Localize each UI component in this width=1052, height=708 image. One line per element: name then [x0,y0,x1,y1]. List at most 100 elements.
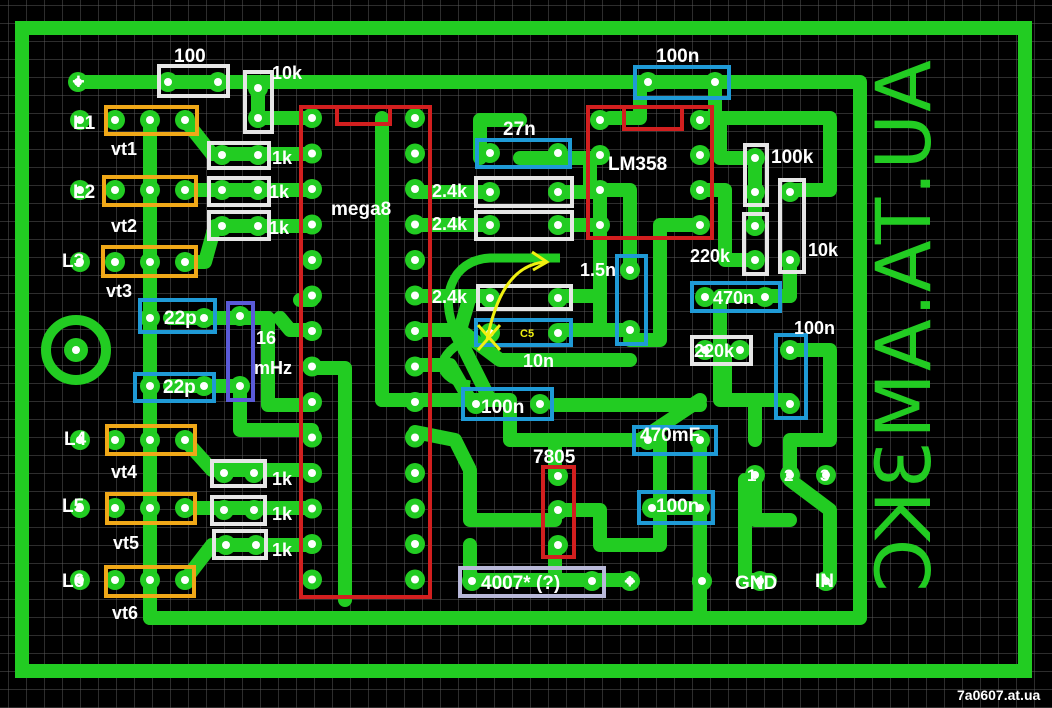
pad-hole [822,577,830,585]
watermark: 7a0607.at.ua [957,687,1040,703]
c22p-a-outline [138,298,217,334]
r1k-c-outline [207,210,271,241]
pad-hole [220,506,228,514]
r2-4k-b-outline [474,210,574,241]
pad-hole [536,400,544,408]
diode-outline [458,566,606,598]
pad-hole [200,382,208,390]
pad-hole [554,506,562,514]
label-r1k-f: 1k [272,540,293,560]
yellow-annotation [476,250,550,351]
pad-hole [308,185,316,193]
pad-hole [308,540,316,548]
pad-hole [220,469,228,477]
pad-hole [756,577,764,585]
pad-hole [411,149,419,158]
label-c470n: 470n [713,288,754,308]
label-L2: L2 [73,182,95,203]
pad-hole [181,576,189,584]
pad-hole [554,541,562,549]
pad-hole [411,256,419,264]
pad-hole [76,576,84,584]
crystal-outline [226,301,255,402]
vt4-outline [105,424,197,456]
pad-hole [701,293,709,301]
label-r2-4k-a: 2.4k [432,181,468,201]
label-c22p-b: 22p [163,377,196,398]
pad-hole [751,222,759,230]
label-c5: C5 [520,328,534,340]
pad-hole [486,188,494,196]
r1k-a-outline [207,141,271,170]
r1k-d-outline [210,459,267,488]
pad-hole [146,436,154,444]
pad-hole [218,222,226,230]
label-vt1: vt1 [111,139,137,159]
pad-hole [468,577,476,585]
pad-hole [146,314,154,322]
r100k-outline [743,143,769,207]
pads [68,72,836,591]
label-r1k-b: 1k [269,182,290,202]
label-L1: L1 [73,113,96,134]
label-mega8: mega8 [331,199,391,220]
component-outlines [101,64,808,599]
pad-hole [308,469,316,477]
pad-hole [200,314,208,322]
pad-hole [308,327,316,335]
label-L6: L6 [62,571,84,592]
pad-hole [146,504,154,512]
pad-hole [696,504,704,512]
label-c100n-c: 100n [481,397,524,418]
pad-hole [222,541,230,549]
pad-hole [111,186,119,194]
pad-hole [308,504,316,513]
pad-hole [254,186,262,194]
pad-hole [411,504,419,513]
pad-hole [308,362,316,371]
label-r100: 100 [174,46,206,67]
pad-hole [596,186,604,194]
pad-hole [588,577,596,585]
pad-hole [554,188,562,196]
pad-hole [751,256,759,264]
label-r1k-c: 1k [269,218,290,238]
pad-hole [554,221,562,229]
label-xtal-mhz: mHz [254,358,292,378]
label-gnd: GND [735,573,777,594]
pad-hole [250,469,258,477]
r1k-b-outline [207,176,271,207]
c100n-b-outline [774,333,808,420]
c100n-top-outline [633,65,731,100]
label-c22p-a: 22p [164,308,197,329]
pad-hole [254,84,262,92]
pad-hole [111,116,119,124]
plus-label-top: + [72,69,85,94]
c470mf-outline [632,425,718,456]
pad-hole [254,222,262,230]
vt1-outline [104,105,199,136]
pad-hole [486,294,494,302]
pad-hole [164,78,172,86]
label-diode: 4007* (?) [481,573,560,594]
pad-hole [308,256,316,264]
pad-hole [254,114,262,122]
pad-hole [411,433,419,442]
pad-hole [596,221,604,229]
label-c470mf: 470mF [640,425,700,446]
pad-hole [111,576,119,584]
c1-5n-outline [615,254,648,346]
pad-hole [554,329,562,337]
label-c27n: 27n [503,119,536,140]
r1k-f-outline [212,529,268,560]
c470n-outline [690,281,782,313]
pad-hole [696,116,704,124]
pad-hole [411,327,419,335]
pad-hole [751,154,759,162]
pad-hole [250,506,258,514]
label-r1k-d: 1k [272,469,293,489]
mounting-hole [41,315,111,385]
pad-hole [76,436,84,444]
r1k-e-outline [210,495,267,526]
label-vt6: vt6 [112,603,138,623]
